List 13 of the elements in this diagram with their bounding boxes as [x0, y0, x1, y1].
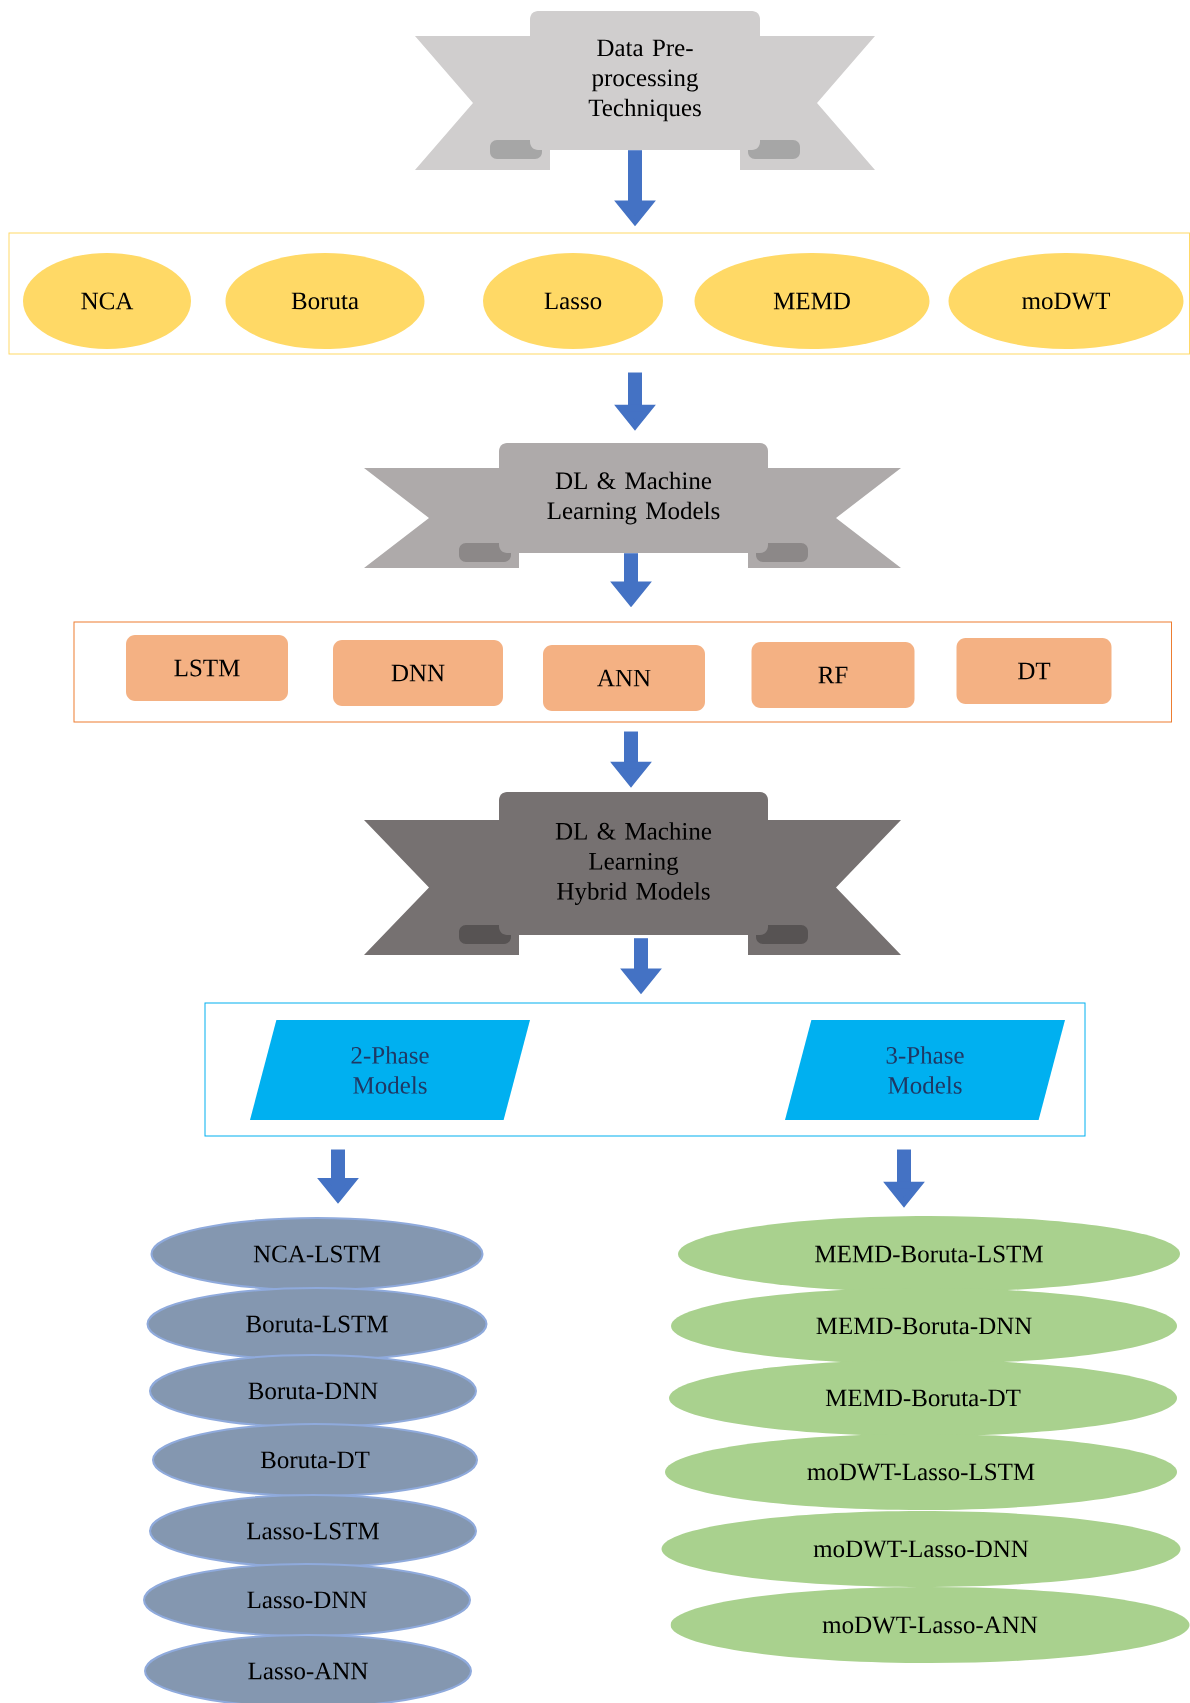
model-box: RF	[751, 642, 915, 708]
model-box: DNN	[333, 640, 503, 706]
ribbon-banner: Data Pre-processing Techniques	[415, 11, 875, 170]
model-box: LSTM	[126, 635, 288, 701]
model-box: DT	[956, 638, 1112, 704]
group-frame	[73, 621, 1172, 723]
model-box: ANN	[543, 645, 705, 711]
group-frame	[204, 1002, 1086, 1137]
parallelogram: 2-Phase Models	[250, 1020, 530, 1120]
ribbon-banner: DL & Machine Learning Hybrid Models	[364, 792, 901, 955]
group-frame	[8, 232, 1190, 355]
parallelogram: 3-Phase Models	[785, 1020, 1065, 1120]
ribbon-banner: DL & Machine Learning Models	[364, 443, 901, 568]
